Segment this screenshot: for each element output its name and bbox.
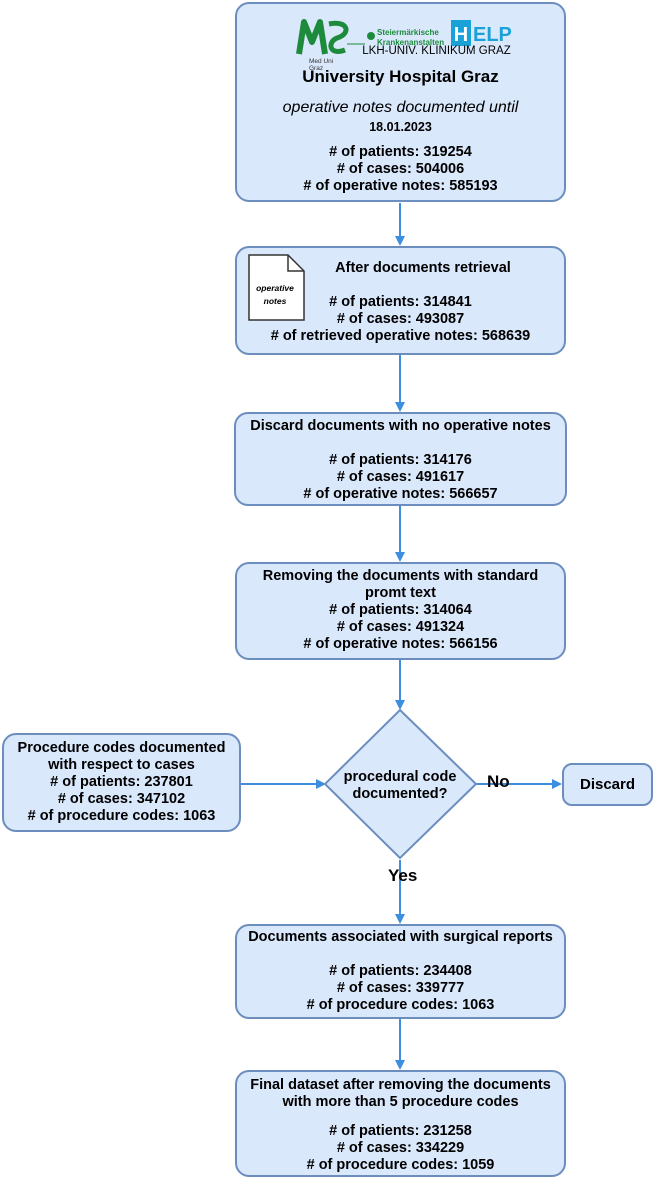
- associated-title: Documents associated with surgical repor…: [248, 929, 553, 945]
- documented-until-date: 18.01.2023: [369, 120, 432, 134]
- associated-cases: # of cases: 339777: [336, 980, 465, 996]
- decision-line-1: procedural code: [344, 769, 457, 785]
- discard-empty-patients: # of patients: 314176: [329, 452, 472, 468]
- final-dataset-box: Final dataset after removing the documen…: [235, 1070, 566, 1177]
- meduni-text-2: Graz: [309, 65, 323, 72]
- retrieval-patients: # of patients: 314841: [329, 294, 472, 310]
- procedure-codes-title-1: Procedure codes documented: [17, 740, 226, 756]
- remove-prompt-title-1: Removing the documents with standard: [262, 568, 539, 584]
- retrieval-cases: # of cases: 493087: [336, 311, 465, 327]
- header-operative-notes: # of operative notes: 585193: [303, 178, 498, 194]
- kages-text-1: Steiermärkische: [377, 28, 439, 37]
- discard-empty-cases: # of cases: 491617: [336, 469, 465, 485]
- procedure-codes-count: # of procedure codes: 1063: [27, 808, 216, 824]
- retrieval-title: After documents retrieval: [335, 260, 511, 276]
- hospital-title: University Hospital Graz: [302, 67, 499, 86]
- associated-procedure-codes: # of procedure codes: 1063: [306, 997, 495, 1013]
- associated-box: Documents associated with surgical repor…: [235, 924, 566, 1019]
- retrieval-box: operative notes After documents retrieva…: [235, 246, 566, 355]
- final-cases: # of cases: 334229: [336, 1140, 465, 1156]
- final-title-1: Final dataset after removing the documen…: [250, 1077, 551, 1093]
- remove-prompt-cases: # of cases: 491324: [336, 619, 465, 635]
- decision-diamond: [323, 708, 478, 860]
- kages-text-2: Krankenanstalten: [377, 38, 444, 47]
- final-procedure-codes: # of procedure codes: 1059: [306, 1157, 495, 1173]
- icon-label-2: notes: [264, 296, 287, 306]
- final-patients: # of patients: 231258: [329, 1123, 472, 1139]
- procedure-codes-cases: # of cases: 347102: [57, 791, 186, 807]
- associated-patients: # of patients: 234408: [329, 963, 472, 979]
- discard-empty-title: Discard documents with no operative note…: [250, 418, 551, 434]
- svg-text:H: H: [454, 24, 468, 46]
- operative-notes-document-icon: operative notes: [248, 254, 305, 321]
- meduni-logo: Med Uni Graz: [296, 19, 349, 72]
- discard-empty-operative-notes: # of operative notes: 566657: [303, 486, 498, 502]
- kages-logo: Steiermärkische Krankenanstalten: [367, 28, 444, 47]
- procedure-codes-box: Procedure codes documented with respect …: [2, 733, 241, 832]
- final-title-2: with more than 5 procedure codes: [282, 1094, 519, 1110]
- procedure-codes-patients: # of patients: 237801: [50, 774, 193, 790]
- discard-label: Discard: [579, 776, 636, 793]
- remove-prompt-box: Removing the documents with standard pro…: [235, 562, 566, 660]
- discard-empty-box: Discard documents with no operative note…: [234, 412, 567, 506]
- no-label: No: [487, 772, 510, 791]
- header-cases: # of cases: 504006: [336, 161, 465, 177]
- icon-label-1: operative: [256, 283, 294, 293]
- decision-line-2: documented?: [352, 786, 447, 802]
- procedure-codes-title-2: with respect to cases: [48, 757, 195, 773]
- remove-prompt-title-2: promt text: [365, 585, 436, 601]
- logos: Med Uni Graz Steiermärkische Krankenanst…: [296, 19, 512, 72]
- header-patients: # of patients: 319254: [329, 144, 472, 160]
- remove-prompt-operative-notes: # of operative notes: 566156: [303, 636, 498, 652]
- svg-text:ELP: ELP: [473, 24, 512, 46]
- meduni-text: Med Uni: [309, 58, 333, 65]
- yes-label: Yes: [388, 866, 418, 885]
- help-logo: H ELP: [451, 20, 512, 46]
- documented-until-text: operative notes documented until: [282, 99, 519, 116]
- remove-prompt-patients: # of patients: 314064: [329, 602, 472, 618]
- discard-box: Discard: [562, 763, 653, 806]
- institution-name: LKH-UNIV. KLINIKUM GRAZ: [362, 45, 511, 57]
- hospital-source-box: Med Uni Graz Steiermärkische Krankenanst…: [235, 2, 566, 202]
- retrieval-operative-notes: # of retrieved operative notes: 568639: [270, 328, 531, 344]
